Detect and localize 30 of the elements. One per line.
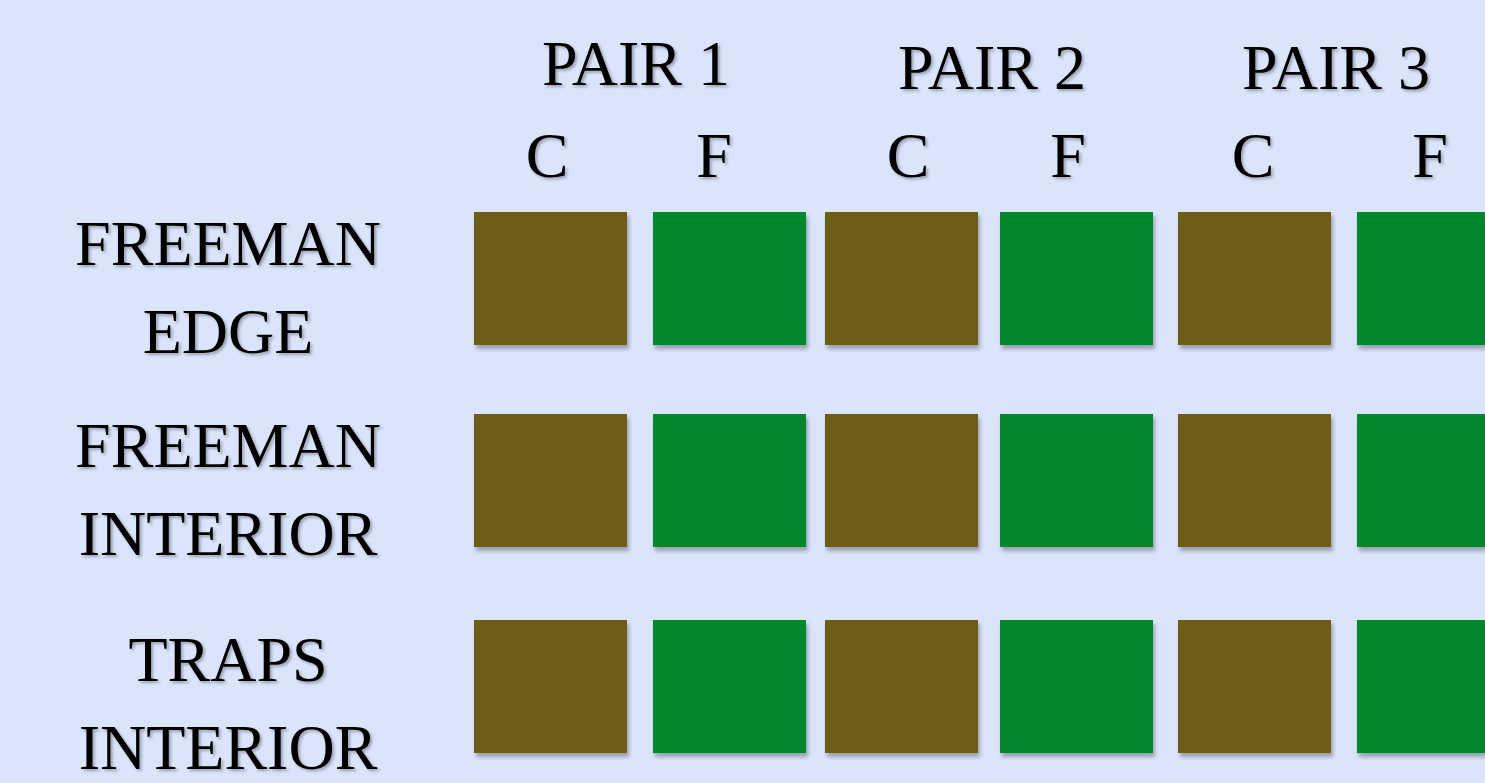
- treatment-square: [653, 620, 806, 753]
- column-subheader: F: [1050, 124, 1086, 188]
- treatment-square: [1357, 212, 1485, 345]
- column-subheader: F: [1412, 124, 1448, 188]
- control-square: [1178, 212, 1331, 345]
- column-subheader: C: [1231, 124, 1275, 188]
- control-square: [474, 414, 627, 547]
- control-square: [1178, 620, 1331, 753]
- column-subheader: F: [696, 124, 732, 188]
- column-subheader: C: [525, 124, 569, 188]
- control-square: [825, 414, 978, 547]
- column-header: PAIR 1: [542, 32, 730, 96]
- column-header: PAIR 2: [898, 36, 1086, 100]
- row-header: FREEMAN INTERIOR: [74, 409, 382, 571]
- row-header: TRAPS INTERIOR: [77, 623, 379, 783]
- treatment-square: [1000, 212, 1153, 345]
- row-header: FREEMAN EDGE: [74, 207, 382, 369]
- treatment-square: [1357, 414, 1485, 547]
- column-subheader: C: [886, 124, 930, 188]
- control-square: [825, 212, 978, 345]
- control-square: [474, 212, 627, 345]
- control-square: [825, 620, 978, 753]
- column-header: PAIR 3: [1242, 36, 1430, 100]
- control-square: [1178, 414, 1331, 547]
- treatment-square: [1000, 414, 1153, 547]
- treatment-square: [653, 414, 806, 547]
- treatment-square: [653, 212, 806, 345]
- treatment-square: [1000, 620, 1153, 753]
- treatment-square: [1357, 620, 1485, 753]
- control-square: [474, 620, 627, 753]
